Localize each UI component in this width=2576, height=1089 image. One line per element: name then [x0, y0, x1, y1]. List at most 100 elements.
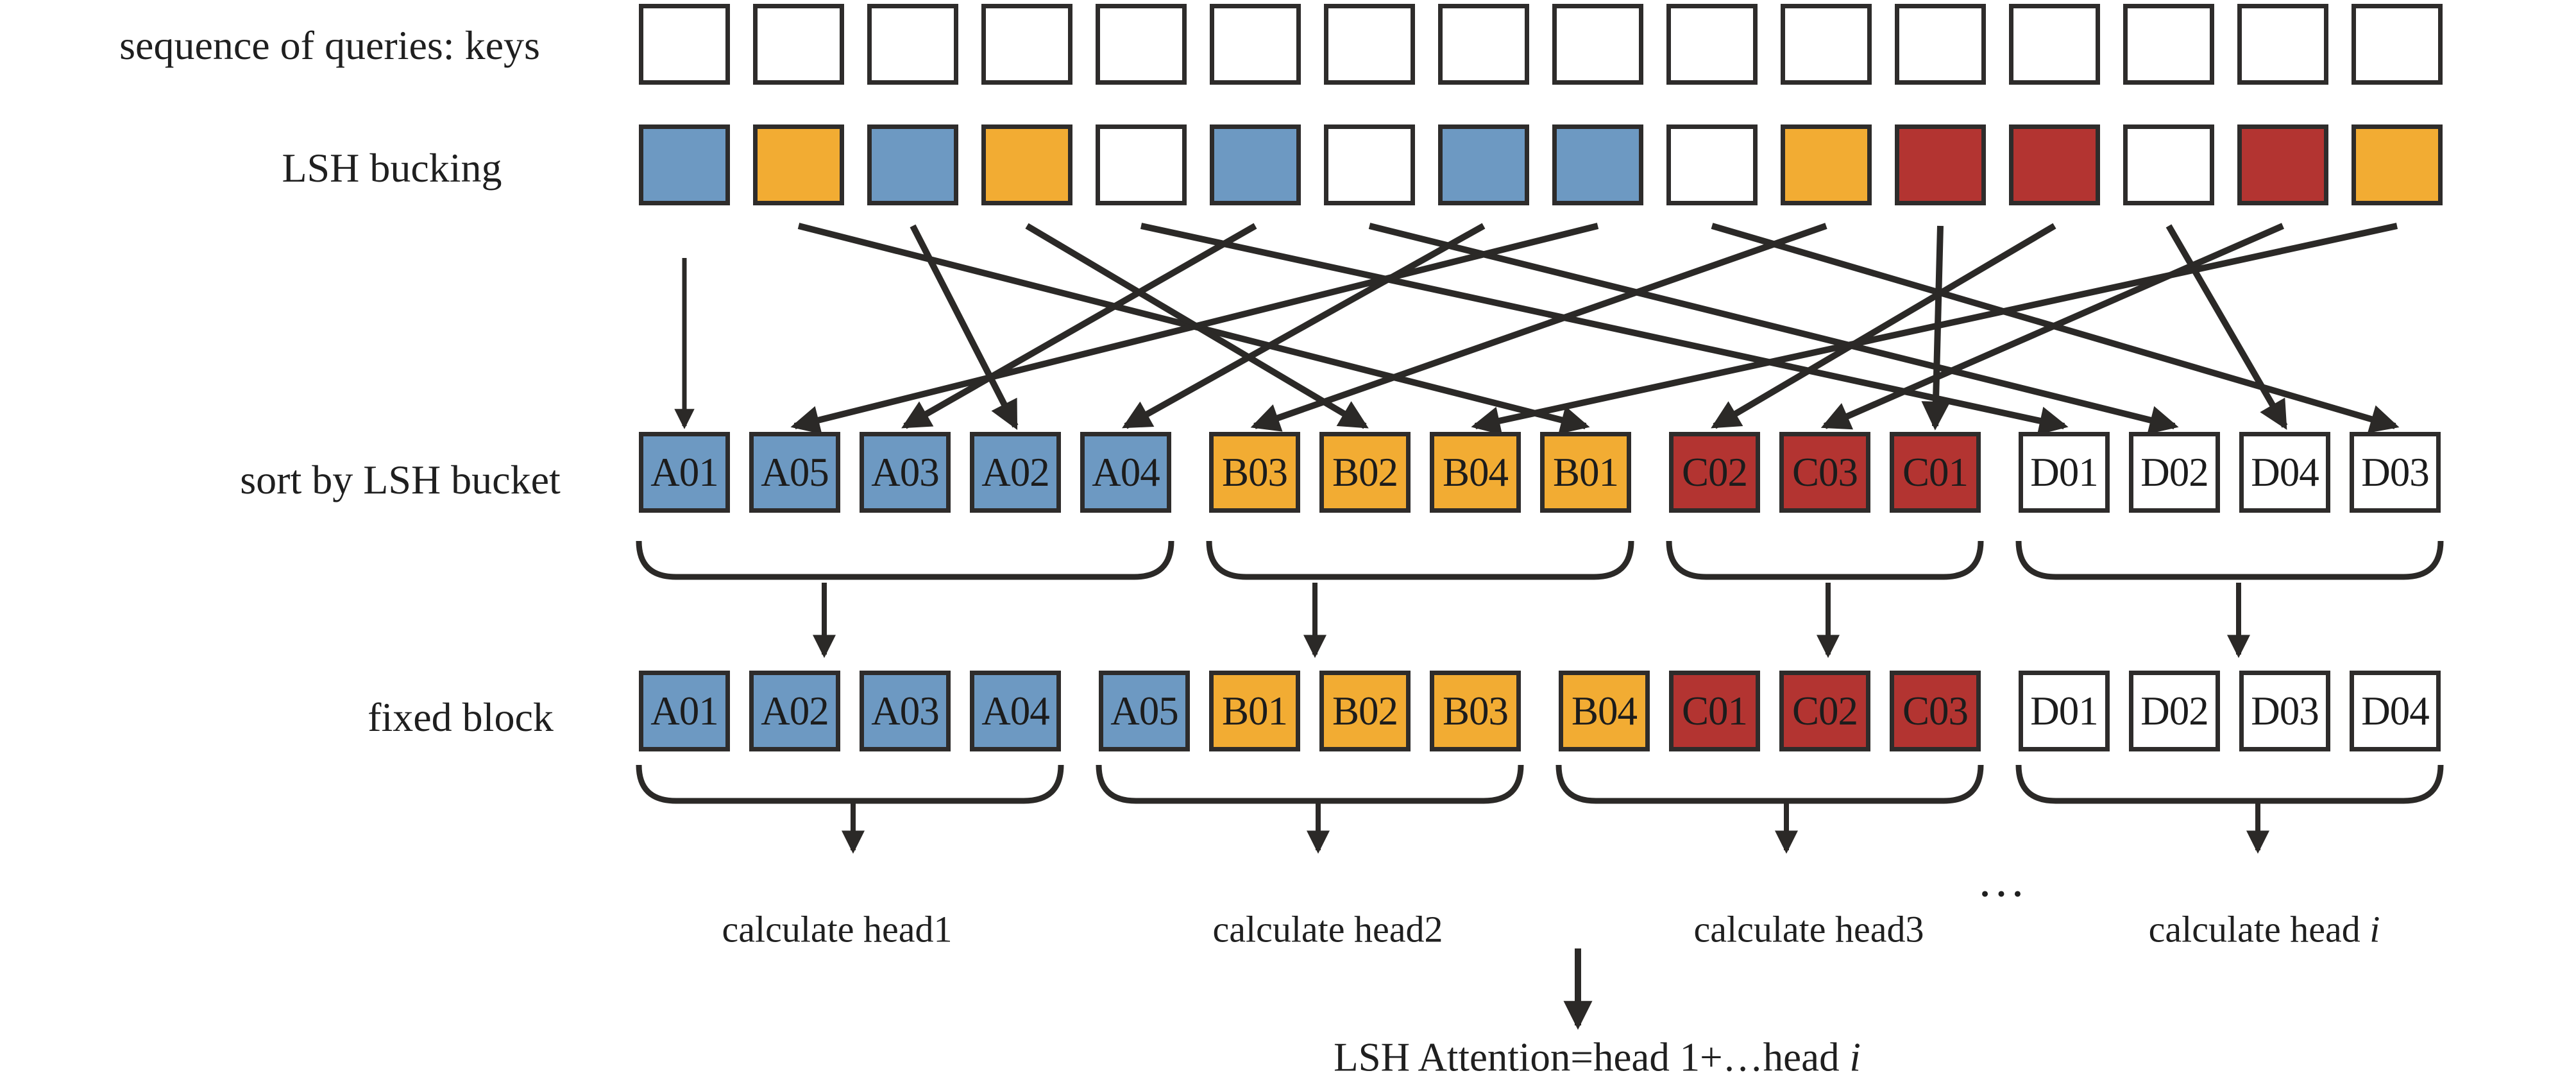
bucket-cell-4: [981, 124, 1072, 205]
fixed-cell-D03: D03: [2239, 671, 2330, 751]
fixed-cell-D03-label: D03: [2251, 688, 2319, 733]
fixed-cell-D01-label: D01: [2030, 688, 2098, 733]
fixed-cell-C02-label: C02: [1792, 688, 1858, 733]
sorted-cell-A02-label: A02: [981, 449, 1049, 495]
map-arrow-14: [2165, 224, 2288, 430]
label-sort-by-lsh-bucket: sort by LSH bucket: [240, 457, 561, 502]
sorted-cell-B04-label: B04: [1442, 449, 1509, 495]
fixed-cell-D01: D01: [2019, 671, 2110, 751]
sorted-cell-B03-label: B03: [1221, 449, 1288, 495]
sorted-bracket-4: [2015, 540, 2444, 580]
map-arrow-5: [1140, 223, 2069, 435]
sorted-cell-D01: D01: [2019, 432, 2110, 513]
map-arrow-12: [1921, 225, 1951, 431]
bucket-cell-5: [1096, 124, 1187, 205]
sorted-cell-B01: B01: [1540, 432, 1631, 513]
bucket-cell-16: [2351, 124, 2443, 205]
bucket-cell-14: [2123, 124, 2214, 205]
sorted-cell-D03: D03: [2350, 432, 2441, 513]
calculate-head-label-3: calculate head3: [1693, 908, 1924, 950]
calculate-head-label-1: calculate head1: [722, 908, 953, 950]
sorted-cell-A04: A04: [1080, 432, 1171, 513]
fixed-cell-B03-label: B03: [1442, 688, 1509, 733]
bucket-cell-1: [639, 124, 730, 205]
query-cell-11: [1781, 4, 1872, 85]
sorted-cell-B02: B02: [1319, 432, 1411, 513]
fixed-cell-C01-label: C01: [1681, 688, 1748, 733]
map-arrow-10: [1711, 223, 2400, 433]
fixed-cell-D02-label: D02: [2140, 688, 2208, 733]
fixed-cell-A01-label: A01: [650, 688, 718, 733]
sorted-cell-A01-label: A01: [650, 449, 718, 495]
query-cell-4: [981, 4, 1072, 85]
fixed-cell-A02-label: A02: [761, 688, 829, 733]
sorted-cell-B01-label: B01: [1552, 449, 1619, 495]
map-arrow-4: [1025, 223, 1369, 429]
fixed-cell-A05: A05: [1099, 671, 1190, 751]
fixed-block-brackets: [636, 764, 2444, 854]
sorted-group-brackets: [636, 540, 2444, 658]
bucket-cell-3: [867, 124, 958, 205]
sorted-cell-D01-label: D01: [2030, 449, 2098, 495]
fixed-cell-A04: A04: [970, 671, 1061, 751]
query-cell-5: [1096, 4, 1187, 85]
query-cell-10: [1666, 4, 1758, 85]
query-cell-2: [753, 4, 844, 85]
sorted-cell-B03: B03: [1209, 432, 1300, 513]
fixed-cell-A04-label: A04: [981, 688, 1049, 733]
fixed-cell-B02-label: B02: [1332, 688, 1398, 733]
map-arrow-7: [1368, 223, 2179, 434]
query-cell-8: [1438, 4, 1529, 85]
bucket-cell-12: [1895, 124, 1986, 205]
label-lsh-bucking: LSH bucking: [282, 145, 502, 191]
fixed-cell-A02: A02: [749, 671, 840, 751]
fixed-cell-C03-label: C03: [1902, 688, 1969, 733]
query-cell-3: [867, 4, 958, 85]
fixed-bracket-3: [1555, 764, 1984, 804]
sorted-cell-C02-label: C02: [1681, 449, 1748, 495]
query-cell-6: [1210, 4, 1301, 85]
bucket-assignment-arrows: [674, 223, 2400, 435]
map-arrow-13: [1711, 223, 2056, 429]
fixed-bracket-1: [636, 764, 1064, 804]
fixed-cell-D04-label: D04: [2361, 688, 2429, 733]
map-arrow-2: [797, 223, 1590, 434]
sorted-cell-C01: C01: [1890, 432, 1981, 513]
ellipsis: …: [1977, 853, 2028, 907]
fixed-cell-A01: A01: [639, 671, 730, 751]
label-sequence-of-queries: sequence of queries: keys: [119, 22, 540, 68]
bucket-cell-2: [753, 124, 844, 205]
sorted-cell-C02: C02: [1669, 432, 1760, 513]
sorted-bracket-2: [1206, 540, 1634, 580]
sorted-cell-B04: B04: [1430, 432, 1521, 513]
sorted-cell-C01-label: C01: [1902, 449, 1969, 495]
sorted-cell-B02-label: B02: [1332, 449, 1398, 495]
fixed-cell-A03: A03: [860, 671, 951, 751]
fixed-cell-B04: B04: [1559, 671, 1650, 751]
sorted-cell-D02-label: D02: [2140, 449, 2208, 495]
query-cell-15: [2237, 4, 2328, 85]
bucket-cell-10: [1666, 124, 1758, 205]
map-arrow-9: [790, 223, 1599, 434]
calculate-head-label-4: calculate head i: [2148, 908, 2380, 950]
sorted-cell-D03-label: D03: [2361, 449, 2429, 495]
query-cell-12: [1895, 4, 1986, 85]
sorted-cell-A04-label: A04: [1092, 449, 1160, 495]
bucket-cell-8: [1438, 124, 1529, 205]
fixed-cell-B03: B03: [1430, 671, 1521, 751]
query-cell-16: [2351, 4, 2443, 85]
sorted-cell-A05: A05: [749, 432, 840, 513]
footer-equation-italic-i: i: [1849, 1034, 1861, 1080]
footer-equation: LSH Attention=head 1+…head i: [1334, 1034, 1861, 1081]
sorted-cell-D04-label: D04: [2251, 449, 2319, 495]
bucket-cell-15: [2237, 124, 2328, 205]
fixed-bracket-2: [1096, 764, 1524, 804]
map-arrow-15: [1820, 223, 2285, 430]
map-arrow-11: [1250, 223, 1827, 432]
bucket-cell-9: [1552, 124, 1643, 205]
fixed-cell-D04: D04: [2350, 671, 2441, 751]
sorted-bracket-1: [636, 540, 1174, 580]
fixed-cell-A05-label: A05: [1110, 688, 1178, 733]
fixed-cell-C01: C01: [1669, 671, 1760, 751]
sorted-cell-A03: A03: [860, 432, 951, 513]
